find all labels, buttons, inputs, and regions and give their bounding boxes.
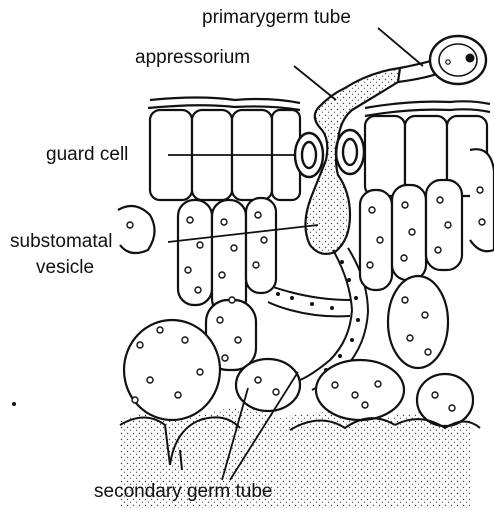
label-primary-germ-tube: primarygerm tube [202,8,351,29]
label-substomatal: substomatal [10,232,112,253]
stray-dot [12,402,16,406]
epidermis-left [148,98,300,201]
label-vesicle: vesicle [36,258,94,279]
label-secondary-germ-tube: secondary germ tube [94,482,273,503]
label-guard-cell: guard cell [46,145,128,166]
label-appressorium: appressorium [135,48,250,69]
spore [398,36,486,84]
